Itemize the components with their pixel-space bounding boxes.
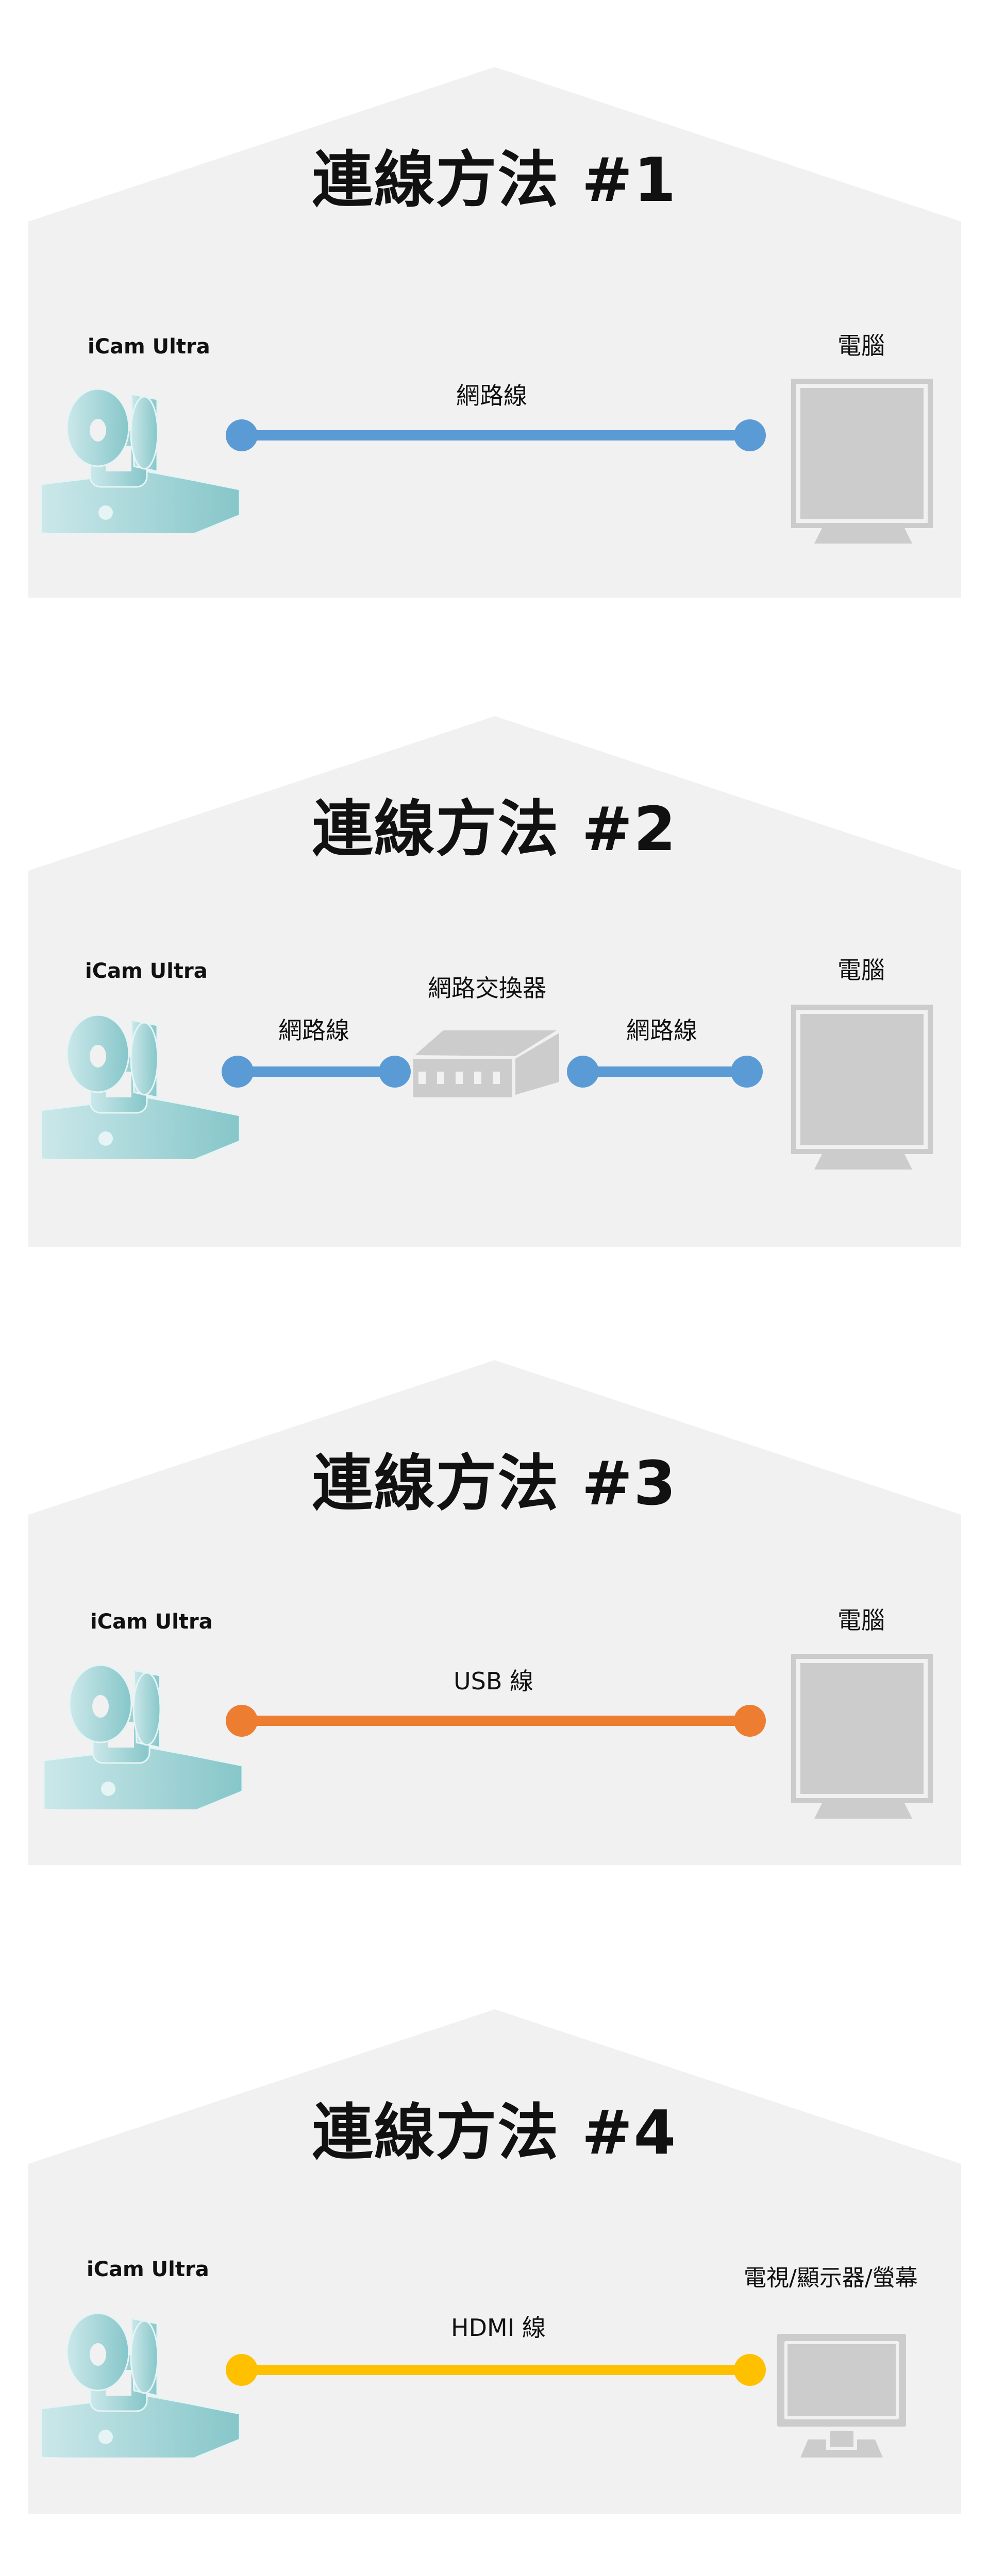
panel-title: 連線方法 #2 <box>312 793 677 865</box>
destination-label: 電腦 <box>837 956 885 984</box>
monitor-stand-icon <box>814 1154 912 1170</box>
cable-endpoint <box>226 1705 258 1737</box>
cable-endpoint <box>734 419 766 451</box>
ptz-camera-icon <box>40 388 241 533</box>
cable-endpoint <box>379 1056 411 1088</box>
house-shape-background <box>28 1360 961 1865</box>
cable-endpoint <box>731 1056 763 1088</box>
cable-line <box>242 2365 747 2375</box>
source-label: iCam Ultra <box>90 1610 213 1634</box>
panel-title: 連線方法 #3 <box>312 1448 677 1519</box>
connection-panel-1: 連線方法 #1 iCam Ultra 網路線 電腦 <box>0 0 989 598</box>
connection-label: 網路線 <box>626 1016 697 1044</box>
source-label: iCam Ultra <box>88 335 210 359</box>
connection-panel-2: 連線方法 #2 iCam Ultra 網路交換器 網路線 網路線 電腦 <box>0 649 989 1247</box>
tv-display-icon <box>777 2334 906 2458</box>
cable-line <box>242 430 747 440</box>
monitor-stand-icon <box>814 1803 912 1819</box>
connection-label: HDMI 線 <box>451 2314 546 2342</box>
ptz-camera-icon <box>40 2312 241 2458</box>
computer-monitor-icon <box>791 1005 933 1154</box>
destination-label: 電腦 <box>837 332 885 360</box>
ptz-camera-icon <box>43 1664 243 1809</box>
connection-label: 網路線 <box>278 1016 349 1044</box>
destination-label: 電視/顯示器/螢幕 <box>744 2265 918 2291</box>
computer-monitor-icon <box>791 1654 933 1803</box>
computer-monitor-icon <box>791 379 933 528</box>
panel-title: 連線方法 #1 <box>312 144 677 215</box>
house-shape-background <box>28 2009 961 2514</box>
cable-endpoint <box>734 2354 766 2386</box>
cable-endpoint <box>226 2354 258 2386</box>
house-shape-background <box>28 716 961 1247</box>
cable-line <box>582 1066 742 1077</box>
monitor-stand-icon <box>814 528 912 544</box>
cable-line <box>242 1716 747 1726</box>
cable-endpoint <box>567 1056 599 1088</box>
connection-label: 網路線 <box>456 382 527 410</box>
cable-endpoint <box>734 1705 766 1737</box>
connection-label: USB 線 <box>454 1667 534 1695</box>
ptz-camera-icon <box>40 1014 241 1159</box>
cable-endpoint <box>222 1056 254 1088</box>
intermediate-label: 網路交換器 <box>428 974 546 1002</box>
network-switch-icon <box>413 1030 559 1097</box>
destination-label: 電腦 <box>837 1606 885 1634</box>
connection-panel-3: 連線方法 #3 iCam Ultra USB 線 電腦 <box>0 1345 989 1942</box>
cable-endpoint <box>226 419 258 451</box>
source-label: iCam Ultra <box>85 959 208 983</box>
connection-panel-4: 連線方法 #4 iCam Ultra HDMI 線 電視/顯示器/螢幕 <box>0 1994 989 2576</box>
house-shape-background <box>28 67 961 598</box>
panel-title: 連線方法 #4 <box>312 2097 677 2168</box>
source-label: iCam Ultra <box>87 2258 209 2281</box>
cable-line <box>237 1066 392 1077</box>
